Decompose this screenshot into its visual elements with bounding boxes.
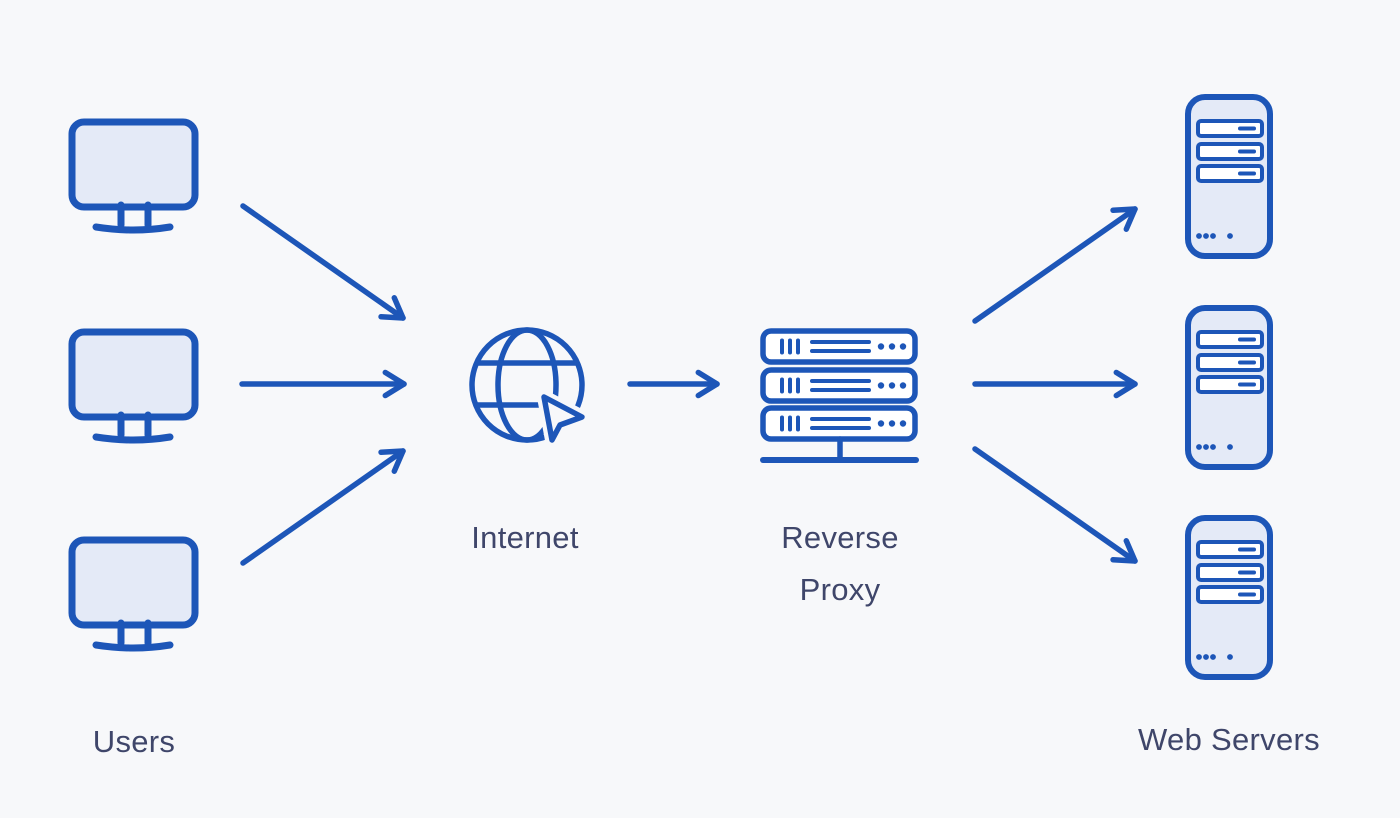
web-server-tower-icon-2 (1188, 308, 1270, 467)
arrow-proxy-server3 (972, 446, 1138, 564)
pointer-cursor-icon (541, 394, 585, 443)
users-label: Users (92, 724, 176, 759)
user-monitor-icon-1 (72, 122, 195, 230)
globe-pointer-icon (469, 327, 589, 447)
user-monitor-icon-3 (72, 540, 195, 648)
arrow-user3-internet (240, 448, 406, 566)
web-server-tower-icon-3 (1188, 518, 1270, 677)
web-servers-label: Web Servers (1138, 722, 1320, 757)
web-server-tower-icon-1 (1188, 97, 1270, 256)
server-rack-icon (760, 331, 919, 463)
user-monitor-icon-2 (72, 332, 195, 440)
arrow-user1-internet (240, 203, 406, 321)
internet-label: Internet (471, 520, 579, 555)
arrow-proxy-server1 (972, 206, 1138, 324)
reverse-proxy-label: Reverse Proxy (781, 520, 899, 607)
